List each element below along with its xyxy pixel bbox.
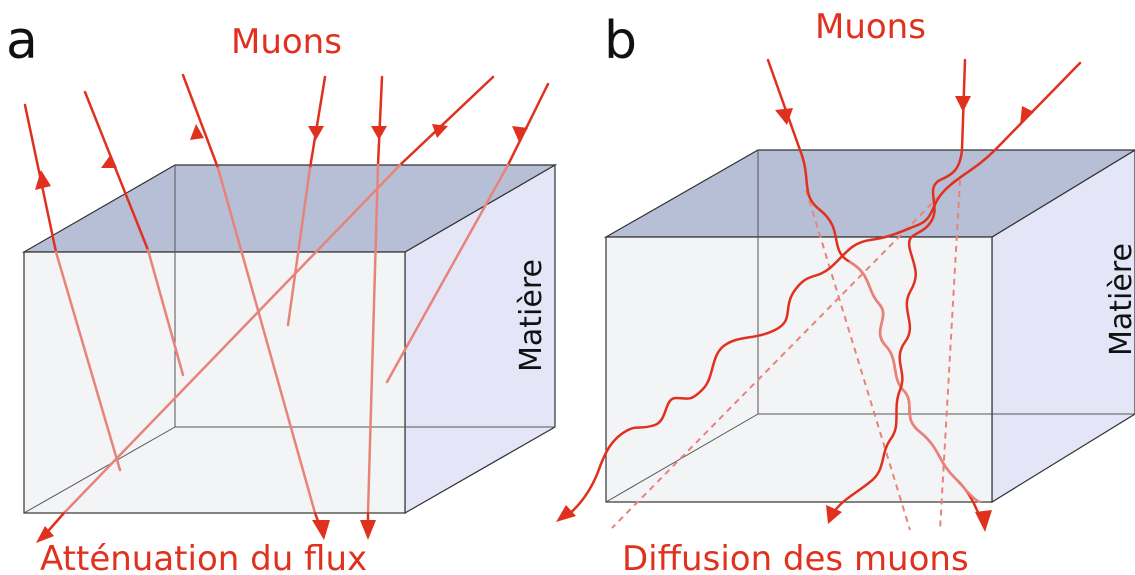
muon-track [376,75,384,167]
muon-track [993,61,1082,152]
arrowhead-icon [556,505,576,522]
panel-a: a Muons Atténuation du flux Matière [6,11,558,575]
muon-track [286,166,312,327]
muons-label: Muons [231,22,342,62]
panel-letter: b [604,11,637,71]
muon-scattering-label: Diffusion des muons [622,539,969,575]
muon-track [181,73,220,170]
arrowhead-icon [371,126,387,140]
box-front-face [605,236,993,503]
arrowhead-icon [432,124,448,138]
matter-box-b [603,149,1135,504]
unscattered-paths [611,179,961,531]
matter-label: Matière [1104,243,1135,356]
dashed-path [939,179,961,531]
arrowhead-icon [775,108,793,125]
muon-track [506,82,550,167]
dashed-path [611,179,956,529]
scattered-track [566,148,997,517]
muon-track [62,163,402,515]
panel-b: b Muons Diffusion des muons Matière [556,7,1135,575]
muon-track [54,250,122,472]
arrowheads-a [35,124,528,543]
scattered-track-faded [848,260,982,504]
muons-label: Muons [815,7,926,47]
matter-label: Matière [514,259,549,372]
scattered-track [832,148,964,514]
arrowhead-icon [36,526,54,543]
muon-track [366,163,380,515]
matter-box-a [21,163,558,515]
panel-letter: a [6,11,38,71]
arrowhead-icon [512,126,528,142]
arrowheads-b [556,96,1034,532]
muon-track [146,248,185,377]
arrowhead-icon [975,510,992,532]
muon-track [766,58,802,152]
arrowhead-icon [35,170,51,190]
arrowhead-icon [826,505,842,524]
arrowhead-icon [955,96,971,112]
arrowhead-icon [190,124,204,140]
muon-track [308,75,327,170]
muon-tracks-a [23,73,550,540]
muon-track [385,163,510,384]
dashed-path [805,189,911,531]
flux-attenuation-label: Atténuation du flux [40,539,367,575]
muon-track [216,166,317,515]
box-hidden-edge [23,426,176,514]
arrowhead-icon [1020,106,1034,125]
box-front-face [23,251,406,514]
arrowhead-icon [312,520,330,540]
muon-track [398,75,495,167]
arrowhead-icon [101,154,117,168]
muon-track [83,90,150,252]
arrowhead-icon [308,126,324,140]
arrowhead-icon [360,520,376,540]
